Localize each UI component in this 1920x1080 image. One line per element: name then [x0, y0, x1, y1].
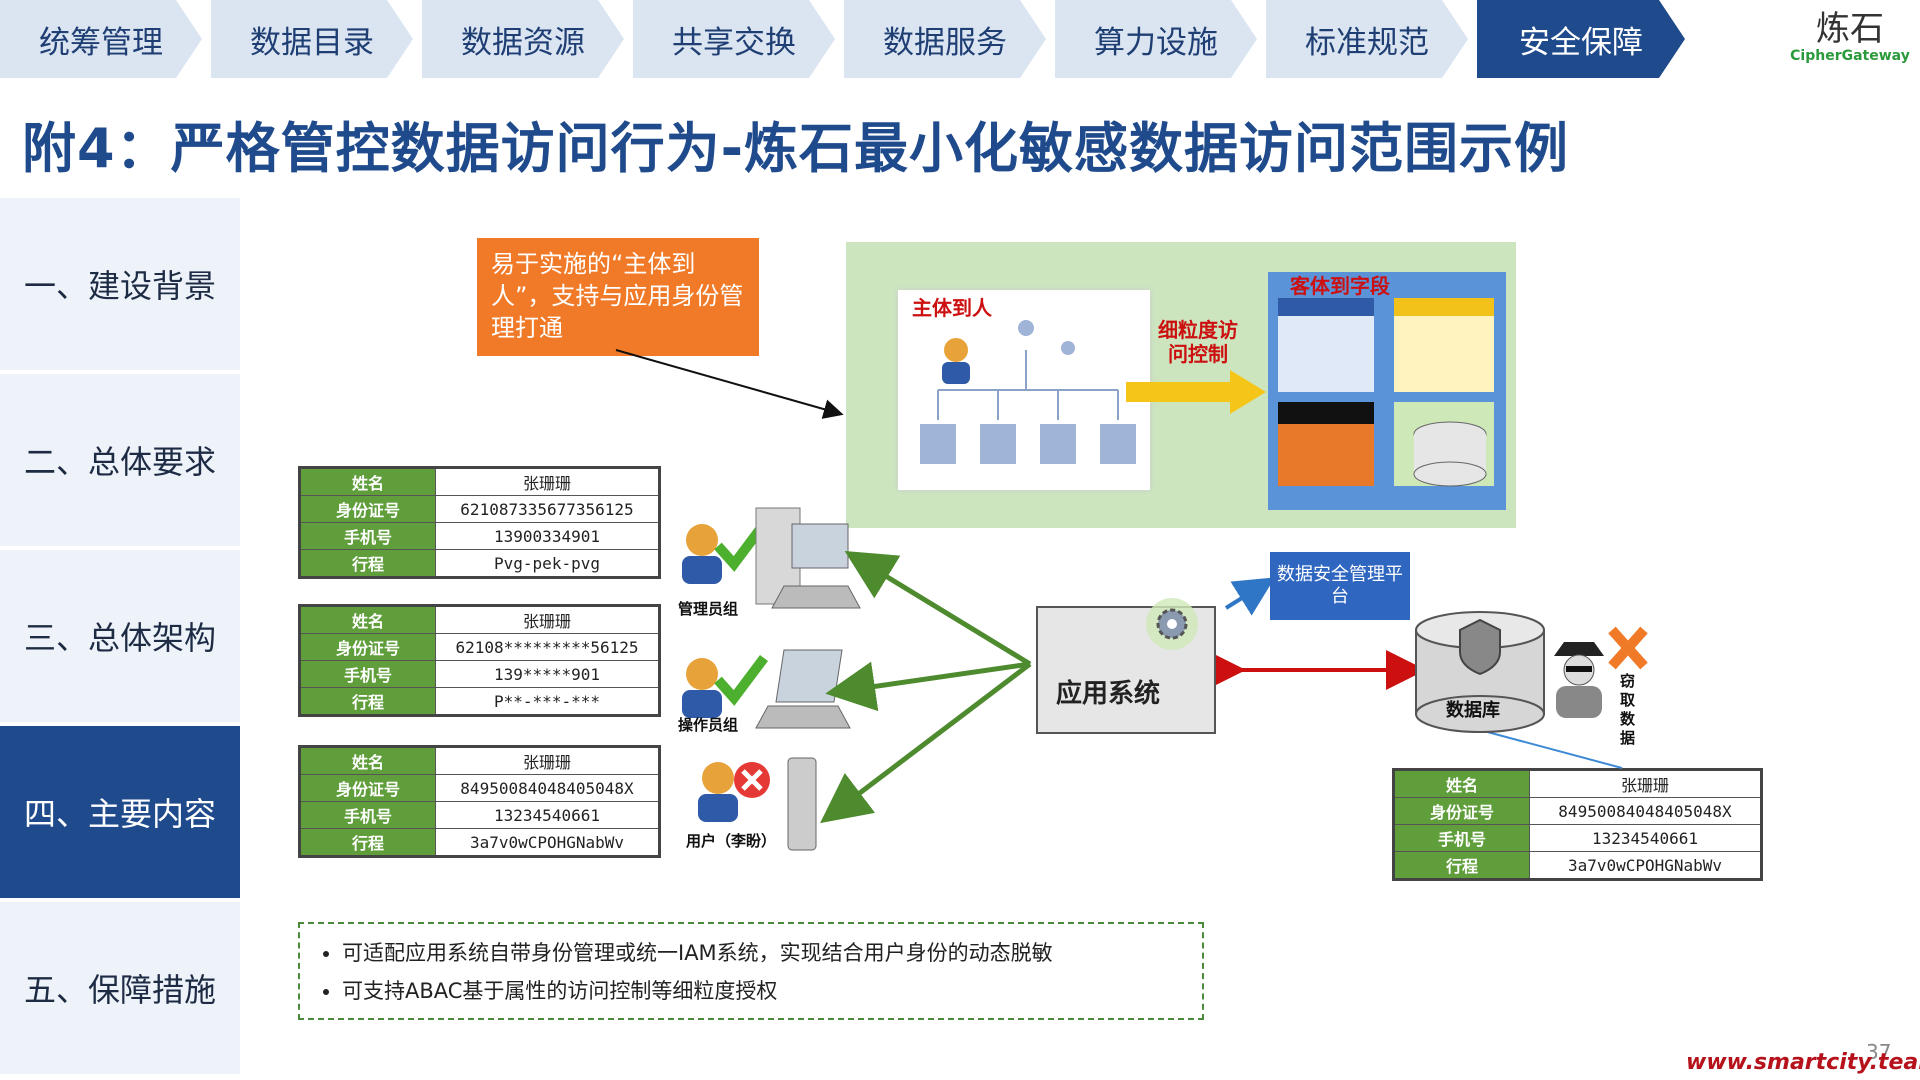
admin-group-label: 管理员组	[678, 600, 739, 618]
database-icon	[1415, 611, 1545, 733]
logo-cn: 炼石	[1816, 9, 1884, 49]
company-logo: 炼石 CipherGateway	[1790, 10, 1910, 70]
operator-group-label: 操作员组	[678, 716, 739, 734]
fine-grained-label: 细粒度访问控制	[1158, 318, 1238, 366]
top-nav: 统筹管理 数据目录 数据资源 共享交换 数据服务 算力设施 标准规范 安全保障	[0, 0, 1700, 78]
org-chart-icon	[920, 320, 1136, 464]
tab-data-catalog[interactable]: 数据目录	[211, 0, 413, 78]
tab-computing-facility[interactable]: 算力设施	[1055, 0, 1257, 78]
table-row: 姓名张珊珊	[299, 605, 660, 634]
user-label: 用户（李盼）	[686, 832, 777, 850]
tab-sharing-exchange[interactable]: 共享交换	[633, 0, 835, 78]
table-row: 姓名张珊珊	[299, 467, 660, 496]
note-item: 可支持ABAC基于属性的访问控制等细粒度授权	[342, 972, 1182, 1010]
sidebar-item-main-content[interactable]: 四、主要内容	[0, 726, 240, 898]
sidebar-item-requirements[interactable]: 二、总体要求	[0, 374, 240, 546]
app-system-box: 应用系统	[1036, 598, 1216, 734]
tab-data-resources[interactable]: 数据资源	[422, 0, 624, 78]
security-platform-box: 数据安全管理平台	[1270, 552, 1410, 620]
tab-overall-management[interactable]: 统筹管理	[0, 0, 202, 78]
logo-en: CipherGateway	[1790, 48, 1910, 64]
sidebar: 一、建设背景 二、总体要求 三、总体架构 四、主要内容 五、保障措施	[0, 198, 240, 1080]
tab-security[interactable]: 安全保障	[1477, 0, 1685, 78]
table-row: 姓名张珊珊	[1393, 769, 1762, 798]
note-item: 可适配应用系统自带身份管理或统一IAM系统，实现结合用户身份的动态脱敏	[342, 934, 1182, 972]
hacker-icon	[1554, 626, 1648, 718]
org-chart-box	[898, 290, 1150, 490]
yellow-arrow-icon	[1126, 370, 1266, 414]
tab-data-service[interactable]: 数据服务	[844, 0, 1046, 78]
callout-subject-to-person: 易于实施的“主体到人”，支持与应用身份管理打通	[477, 238, 759, 356]
gear-icon	[1146, 598, 1198, 650]
footer-url: www.smartcity.team	[1686, 1050, 1920, 1075]
sidebar-item-background[interactable]: 一、建设背景	[0, 198, 240, 370]
field-grid-icon	[1278, 298, 1494, 487]
app-system-label: 应用系统	[1056, 679, 1161, 709]
notes-box: 可适配应用系统自带身份管理或统一IAM系统，实现结合用户身份的动态脱敏 可支持A…	[298, 922, 1204, 1020]
tab-standards[interactable]: 标准规范	[1266, 0, 1468, 78]
page-number: 37	[1866, 1040, 1892, 1064]
sidebar-item-architecture[interactable]: 三、总体架构	[0, 550, 240, 722]
page-title: 附4：严格管控数据访问行为-炼石最小化敏感数据访问范围示例	[22, 117, 1569, 180]
steal-data-label: 窃取数据	[1620, 672, 1636, 747]
sidebar-item-measures[interactable]: 五、保障措施	[0, 902, 240, 1074]
database-label: 数据库	[1446, 700, 1500, 721]
admin-group-icon	[682, 507, 861, 609]
subject-to-person-label: 主体到人	[912, 296, 992, 320]
object-to-field-label: 客体到字段	[1290, 274, 1390, 298]
object-to-field-box	[1268, 272, 1506, 510]
user-icon	[698, 757, 817, 851]
